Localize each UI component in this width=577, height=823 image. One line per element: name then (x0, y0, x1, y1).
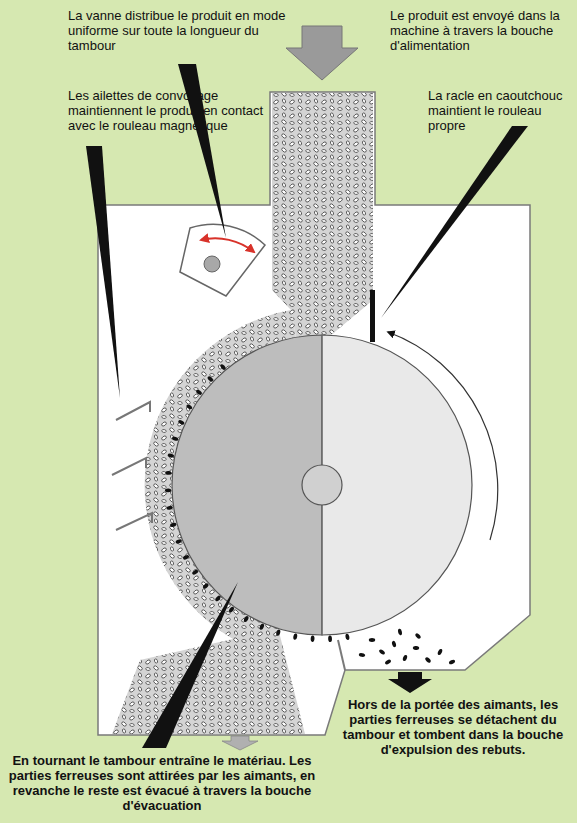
drum-axle (302, 465, 342, 505)
ferrous-particle (182, 554, 189, 560)
distribution-valve (180, 224, 265, 296)
ferrous-particle (191, 569, 198, 576)
drum-half (322, 335, 472, 635)
valve-pivot (204, 256, 220, 272)
ferrous-particle (384, 659, 391, 666)
ferrous-particles (165, 363, 456, 665)
ferrous-particle (259, 623, 265, 630)
feed-arrow (286, 26, 358, 80)
ferrous-particle (311, 635, 315, 642)
ferrous-particle (166, 505, 173, 510)
ferrous-particle (219, 363, 226, 370)
ferrous-particle (414, 632, 421, 639)
callout-text: La vanne distribue le produit en mode un… (68, 8, 288, 53)
ferrous-particle (167, 453, 174, 458)
ferrous-particle (214, 595, 221, 602)
rotation-arrow (388, 332, 498, 540)
ferrous-particle (293, 633, 298, 640)
product-flow (112, 615, 305, 734)
ferrous-particle (172, 436, 179, 442)
callout-text: Le produit est envoyé dans la machine à … (390, 8, 570, 53)
ferrous-particle (402, 654, 408, 661)
ferrous-particle (195, 389, 202, 396)
conveyor-fin (116, 402, 150, 420)
ferrous-particle (398, 628, 403, 635)
ferrous-particle (328, 635, 332, 642)
valve-motion-arrow (201, 238, 254, 252)
ferrous-particle (369, 638, 375, 642)
callout-text: Les ailettes de convoyage maintiennent l… (68, 88, 268, 133)
ferrous-particle (243, 615, 249, 622)
callout-text: En tournant le tambour entraîne le matér… (6, 753, 318, 813)
ferrous-particle (175, 539, 182, 545)
conveyor-fin (116, 513, 152, 530)
ferrous-particle (170, 522, 177, 527)
ferrous-particle (276, 629, 281, 636)
divider-plate (338, 640, 345, 670)
ferrous-particle (165, 471, 172, 475)
ferrous-particle (424, 656, 431, 663)
product-flow (272, 93, 373, 337)
callout-pointer (86, 146, 120, 398)
ferrous-particle (345, 633, 350, 640)
callout-pointer (142, 582, 238, 748)
callout-text: La racle en caoutchouc maintient le roul… (428, 88, 573, 133)
ferrous-particle (228, 606, 235, 613)
ferrous-particle (207, 375, 214, 382)
callout-text: Hors de la portée des aimants, les parti… (336, 697, 570, 757)
housing (98, 92, 530, 735)
ferrous-particle (378, 649, 385, 656)
ferrous-particle (178, 419, 185, 425)
reject-exit-arrow (388, 672, 432, 693)
product-exit-arrow (222, 736, 258, 750)
ferrous-particle (448, 659, 455, 665)
magnet-half (172, 335, 322, 635)
ferrous-particle (186, 404, 193, 411)
ferrous-particle (202, 582, 209, 589)
ferrous-particle (165, 488, 172, 492)
conveyor-fin (112, 458, 146, 475)
ferrous-particle (391, 640, 396, 647)
ferrous-particle (437, 648, 443, 655)
ferrous-particle (413, 646, 420, 650)
rubber-scraper (370, 290, 375, 342)
callout-pointer (381, 126, 528, 318)
ferrous-particle (359, 653, 366, 658)
